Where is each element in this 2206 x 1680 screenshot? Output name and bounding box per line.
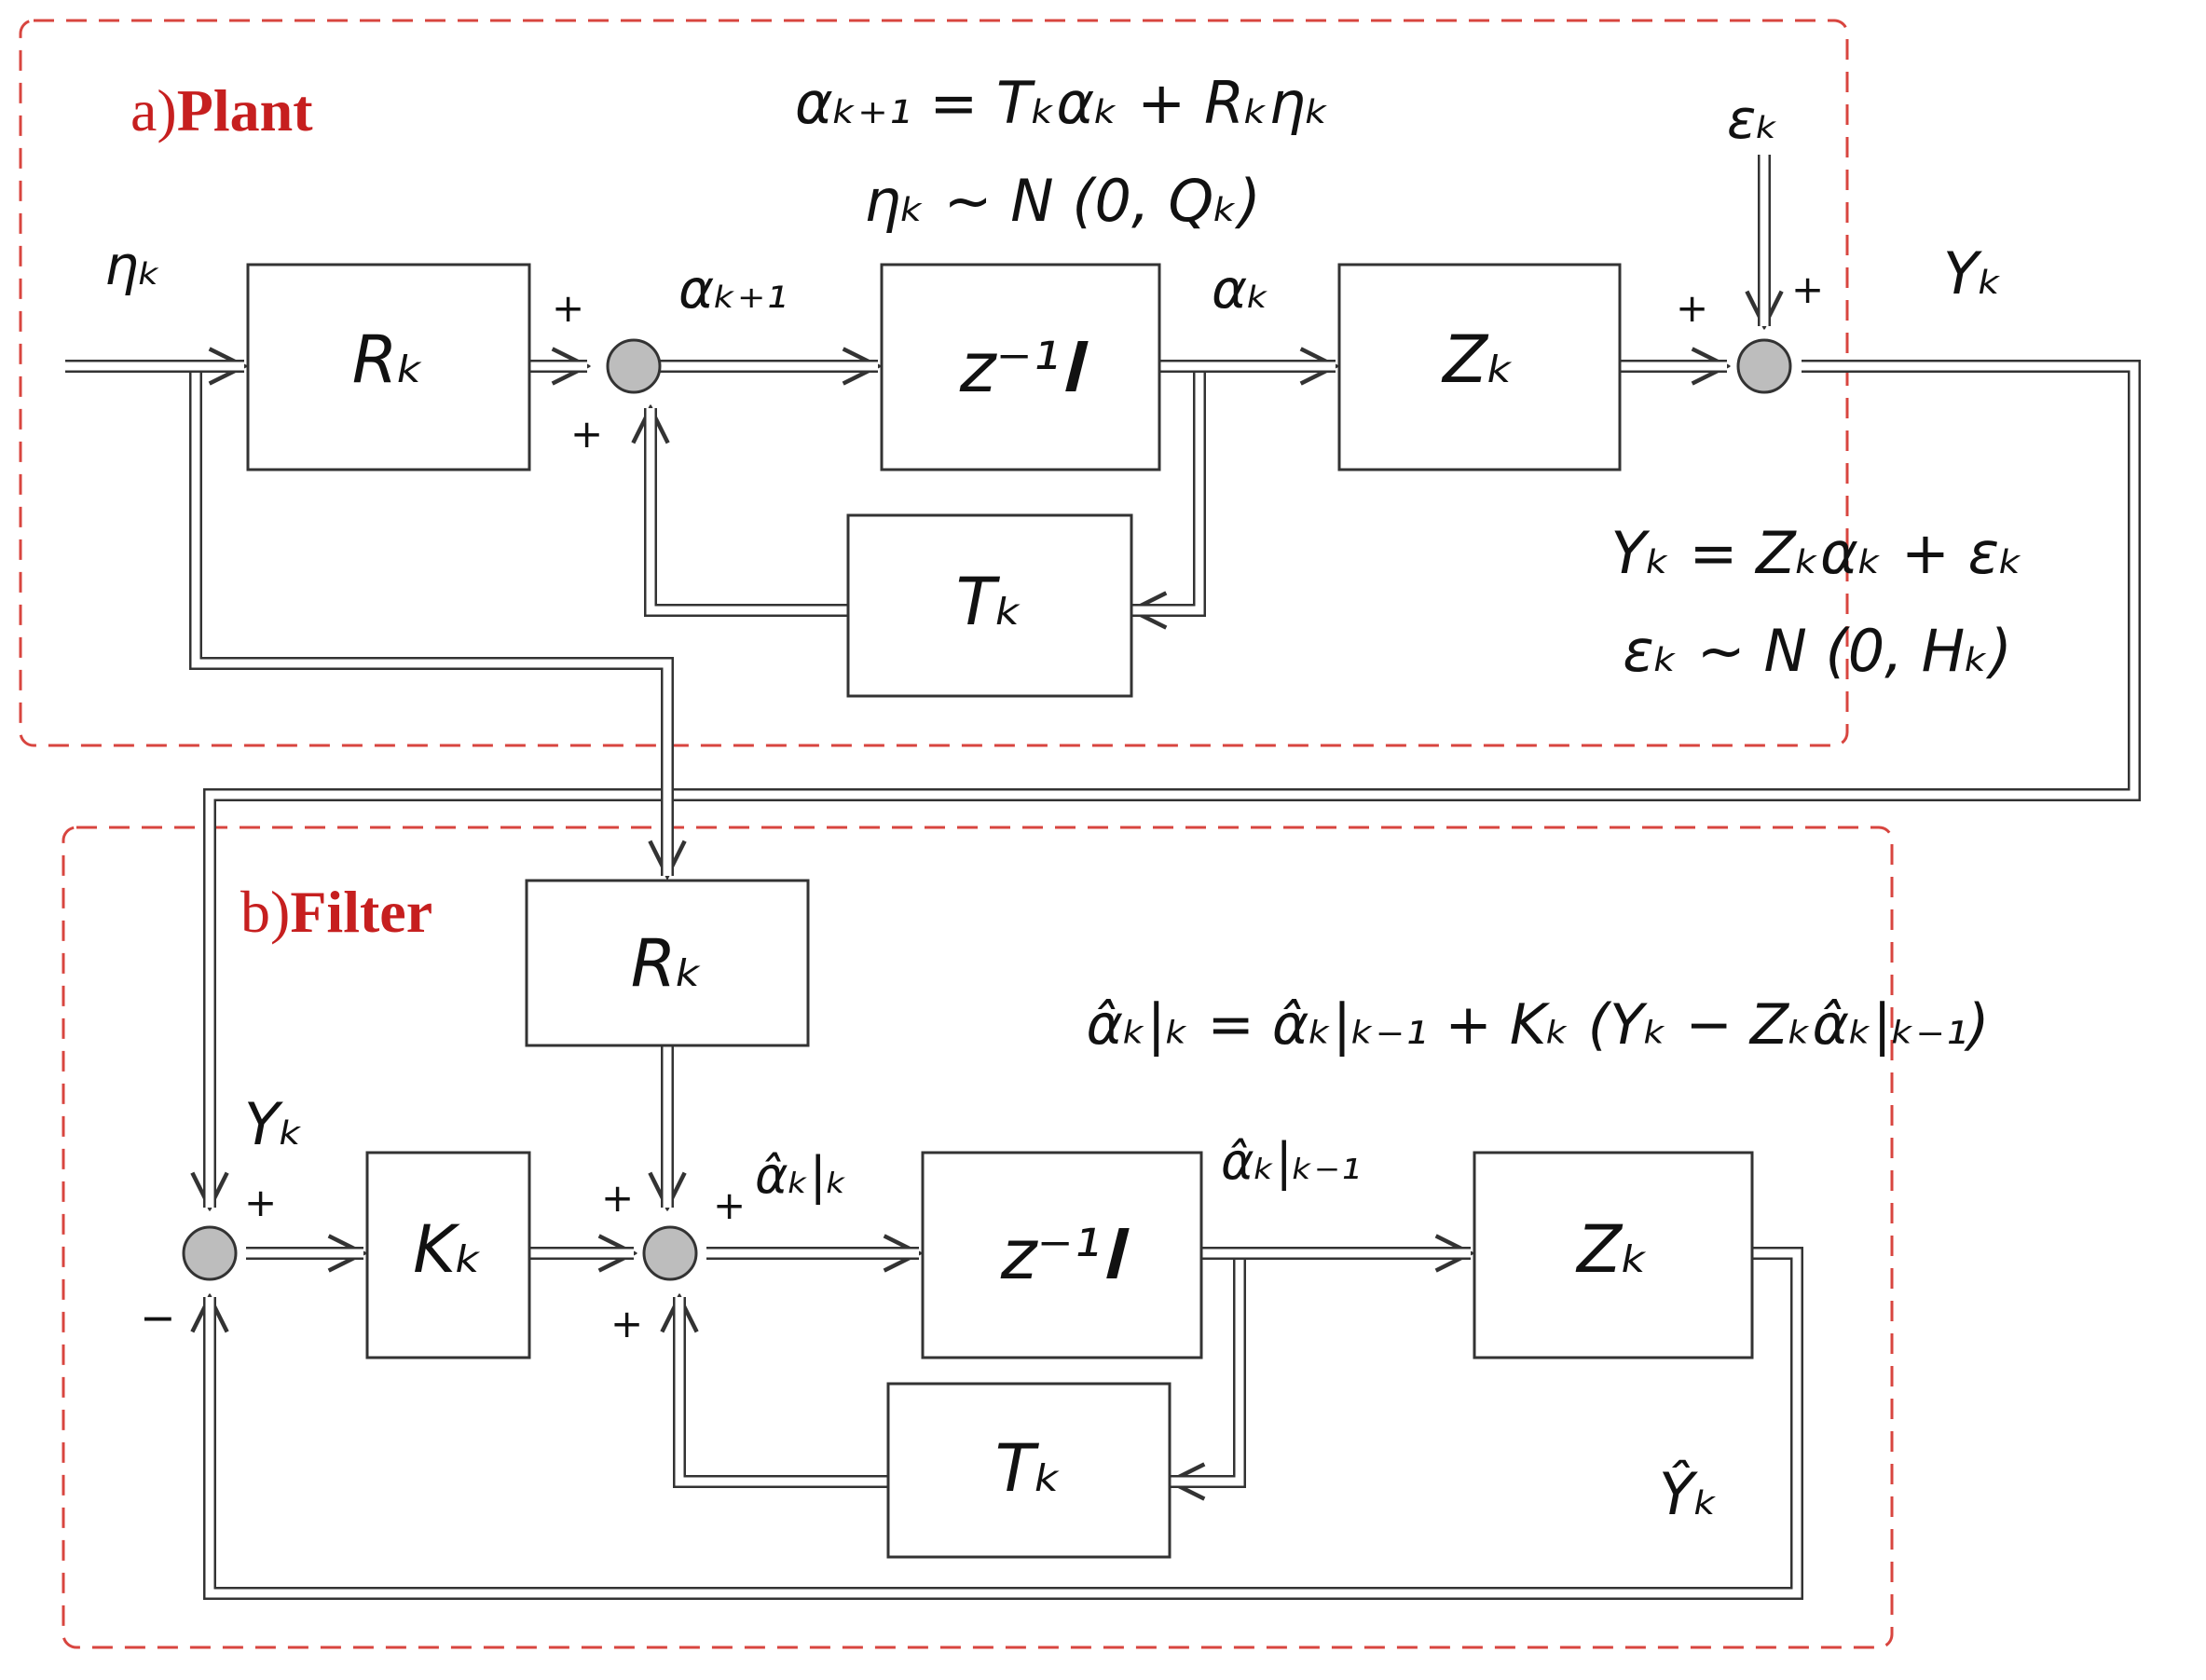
filter-signal-alpha-hat-pred: α̂ₖ|ₖ₋₁ (1221, 1132, 1361, 1191)
plant-block-T (846, 513, 1133, 698)
connectors (65, 155, 2141, 1600)
plant-summing-junction-1 (606, 338, 662, 394)
filter-block-K-label: Kₖ (413, 1211, 484, 1288)
plant-block-Z (1337, 263, 1622, 471)
filter-block-T (886, 1382, 1172, 1559)
filter-title: b)Filter (240, 879, 432, 945)
plant-sum2-sign-right: + (1791, 266, 1824, 312)
plant-observation-equation: Yₖ = Zₖαₖ + εₖ (1610, 519, 2023, 587)
filter-sum2-sign-bottom: + (610, 1301, 643, 1346)
plant-block-delay (880, 263, 1161, 471)
filter-block-delay-label: z⁻¹𝐈 (1000, 1215, 1130, 1295)
plant-sum1-sign-top: + (552, 285, 584, 331)
filter-block-R-label: Rₖ (631, 925, 704, 1002)
plant-block-delay-label: z⁻¹𝐈 (959, 328, 1089, 408)
filter-update-equation: α̂ₖ|ₖ = α̂ₖ|ₖ₋₁ + Kₖ (Yₖ − Zₖα̂ₖ|ₖ₋₁) (1087, 992, 1990, 1058)
filter-block-delay (921, 1151, 1203, 1359)
filter-signal-Y-hat: Ŷₖ (1659, 1460, 1719, 1528)
filter-signal-alpha-hat: α̂ₖ|ₖ (755, 1146, 848, 1205)
plant-title: a)Plant (130, 77, 313, 143)
plant-title-label: Plant (177, 77, 313, 143)
filter-summing-junction-1 (182, 1225, 238, 1281)
filter-sum2-sign-left: + (601, 1175, 634, 1221)
filter-block-R (525, 879, 810, 1047)
plant-block-T-label: Tₖ (956, 564, 1024, 640)
plant-signal-alpha: αₖ (1212, 257, 1270, 321)
filter-sum2-sign-top: + (713, 1182, 746, 1228)
plant-block-Z-label: Zₖ (1441, 321, 1515, 398)
plant-state-noise: ηₖ ~ N (0, Qₖ) (864, 167, 1261, 235)
plant-signal-alpha-next: αₖ₊₁ (678, 257, 788, 321)
plant-signal-eps: εₖ (1727, 88, 1779, 151)
filter-block-Z (1473, 1151, 1754, 1359)
filter-signal-Y: Yₖ (244, 1090, 304, 1158)
filter-sum1-sign-top: + (244, 1180, 277, 1225)
filter-frame (62, 826, 1894, 1649)
filter-title-label: Filter (290, 879, 432, 945)
plant-observation-noise: εₖ ~ N (0, Hₖ) (1623, 617, 2012, 685)
filter-title-prefix: b) (240, 879, 290, 945)
plant-title-prefix: a) (130, 77, 177, 143)
plant-block-R (246, 263, 531, 471)
plant-summing-junction-2 (1736, 338, 1792, 394)
filter-block-Z-label: Zₖ (1575, 1211, 1650, 1288)
filter-block-K (365, 1151, 531, 1359)
plant-block-R-label: Rₖ (352, 321, 425, 398)
plant-frame (19, 19, 1849, 747)
filter-block-T-label: Tₖ (995, 1430, 1063, 1507)
filter-sum1-sign-bottom: − (140, 1292, 176, 1343)
plant-sum1-sign-bottom: + (570, 411, 603, 457)
filter-summing-junction-2 (642, 1225, 698, 1281)
plant-signal-Y: Yₖ (1943, 239, 2003, 307)
plant-signal-eta: ηₖ (104, 234, 161, 297)
plant-sum2-sign-left: + (1676, 285, 1708, 331)
plant-state-equation: αₖ₊₁ = Tₖαₖ + Rₖηₖ (795, 69, 1330, 137)
